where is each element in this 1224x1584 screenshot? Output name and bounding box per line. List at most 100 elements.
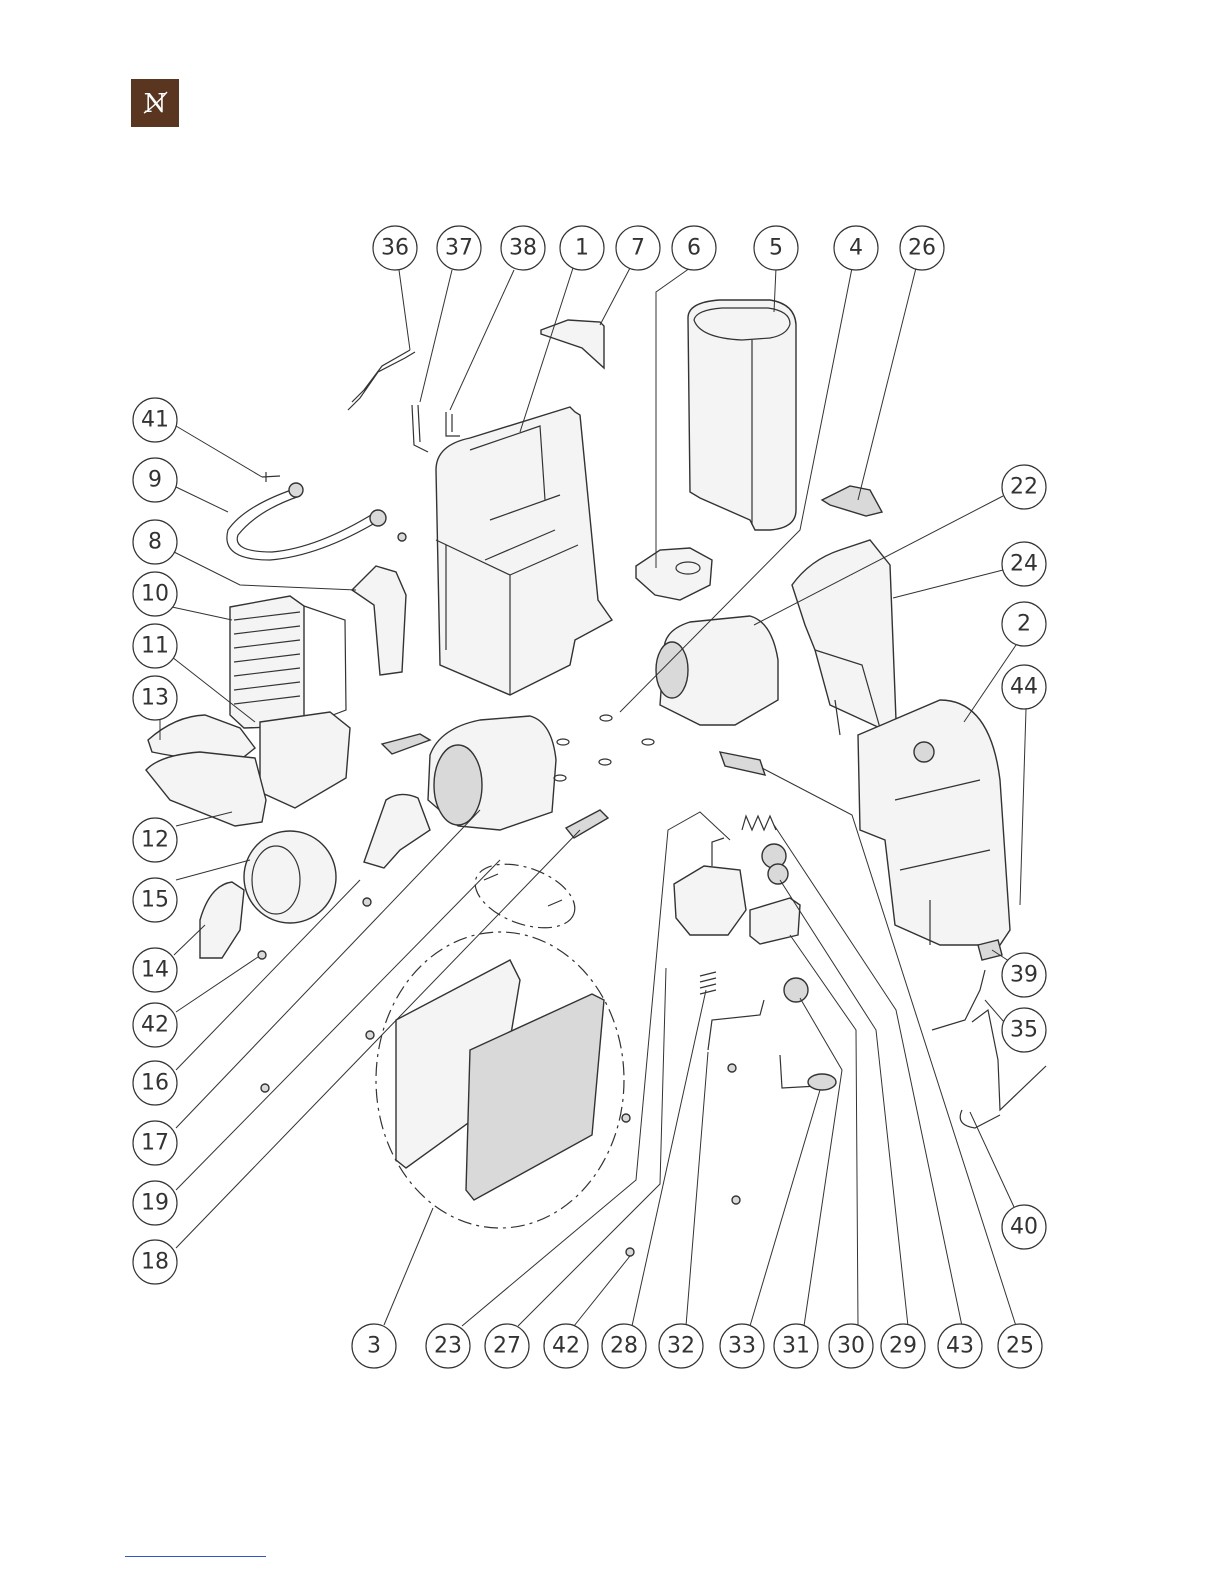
svg-text:33: 33	[728, 1334, 756, 1359]
callout-36: 36	[373, 226, 417, 270]
part-hinge-left	[382, 734, 430, 754]
callout-24: 24	[1002, 542, 1046, 586]
part-9-connector	[289, 483, 303, 497]
callout-35: 35	[1002, 1008, 1046, 1052]
svg-text:12: 12	[141, 828, 169, 853]
callout-12: 12	[133, 818, 177, 862]
callout-4: 4	[834, 226, 878, 270]
callout-44: 44	[1002, 665, 1046, 709]
svg-text:23: 23	[434, 1334, 462, 1359]
svg-text:35: 35	[1010, 1018, 1038, 1043]
callout-6: 6	[672, 226, 716, 270]
svg-text:14: 14	[141, 958, 169, 983]
part-37-clip	[412, 405, 428, 452]
part-23-pump	[674, 866, 746, 935]
screw	[363, 898, 371, 906]
part-19-hinge	[566, 810, 608, 838]
part-8-bracket	[352, 566, 406, 675]
svg-text:10: 10	[141, 582, 169, 607]
callout-2: 2	[1002, 602, 1046, 646]
svg-text:36: 36	[381, 236, 409, 261]
callout-7: 7	[616, 226, 660, 270]
part-9-power-cord	[227, 487, 380, 560]
svg-text:17: 17	[141, 1131, 169, 1156]
svg-text:42: 42	[141, 1013, 169, 1038]
washer	[557, 739, 569, 745]
footer-rule	[125, 1556, 266, 1557]
callout-29: 29	[881, 1324, 925, 1368]
part-6-cover	[636, 548, 712, 600]
svg-text:39: 39	[1010, 963, 1038, 988]
svg-text:31: 31	[782, 1334, 810, 1359]
part-23-pump-outlet	[712, 838, 724, 866]
callout-41: 41	[133, 398, 177, 442]
callout-8: 8	[133, 520, 177, 564]
part-11-container	[260, 712, 350, 808]
svg-text:27: 27	[493, 1334, 521, 1359]
callout-27: 27	[485, 1324, 529, 1368]
svg-text:11: 11	[141, 634, 169, 659]
part-2-side-casing	[858, 700, 1010, 945]
part-42-screw-lower	[626, 1248, 634, 1256]
callout-17: 17	[133, 1121, 177, 1165]
callout-23: 23	[426, 1324, 470, 1368]
part-35-cable	[932, 970, 985, 1030]
callout-30: 30	[829, 1324, 873, 1368]
callout-33: 33	[720, 1324, 764, 1368]
part-16-lever	[364, 794, 430, 868]
svg-text:26: 26	[908, 236, 936, 261]
part-41-screw	[262, 472, 280, 482]
svg-text:40: 40	[1010, 1215, 1038, 1240]
part-17-brew-face	[434, 745, 482, 825]
svg-text:4: 4	[849, 236, 863, 261]
callout-1: 1	[560, 226, 604, 270]
callout-19: 19	[133, 1181, 177, 1225]
callout-16: 16	[133, 1061, 177, 1105]
callout-37: 37	[437, 226, 481, 270]
svg-text:19: 19	[141, 1191, 169, 1216]
callout-14: 14	[133, 948, 177, 992]
part-drawings	[146, 300, 1046, 1256]
screw	[728, 1064, 736, 1072]
callout-26: 26	[900, 226, 944, 270]
callout-31: 31	[774, 1324, 818, 1368]
screw	[622, 1114, 630, 1122]
svg-text:9: 9	[148, 468, 162, 493]
callout-38: 38	[501, 226, 545, 270]
washer	[600, 715, 612, 721]
svg-text:32: 32	[667, 1334, 695, 1359]
callout-11: 11	[133, 624, 177, 668]
callout-25: 25	[998, 1324, 1042, 1368]
svg-text:5: 5	[769, 236, 783, 261]
svg-text:44: 44	[1010, 675, 1038, 700]
svg-text:15: 15	[141, 888, 169, 913]
svg-text:30: 30	[837, 1334, 865, 1359]
washer	[599, 759, 611, 765]
svg-text:37: 37	[445, 236, 473, 261]
part-1-chassis	[436, 407, 612, 695]
svg-text:24: 24	[1010, 552, 1038, 577]
svg-text:2: 2	[1017, 612, 1031, 637]
screw	[732, 1196, 740, 1204]
part-valve	[808, 1074, 836, 1090]
callout-22: 22	[1002, 465, 1046, 509]
part-36-bracket	[348, 350, 415, 410]
callout-39: 39	[1002, 953, 1046, 997]
callout-9: 9	[133, 458, 177, 502]
svg-text:25: 25	[1006, 1334, 1034, 1359]
part-31-module	[750, 898, 800, 944]
washer	[554, 775, 566, 781]
washer	[642, 739, 654, 745]
svg-text:18: 18	[141, 1250, 169, 1275]
part-4-motor-face	[656, 642, 688, 698]
part-9-plug	[370, 510, 386, 526]
part-24-panel	[792, 540, 896, 728]
callout-28: 28	[602, 1324, 646, 1368]
svg-text:43: 43	[946, 1334, 974, 1359]
pins	[484, 874, 562, 906]
part-26-valve	[822, 486, 882, 516]
part-25-bracket	[720, 752, 765, 775]
svg-text:1: 1	[575, 236, 589, 261]
svg-text:7: 7	[631, 236, 645, 261]
